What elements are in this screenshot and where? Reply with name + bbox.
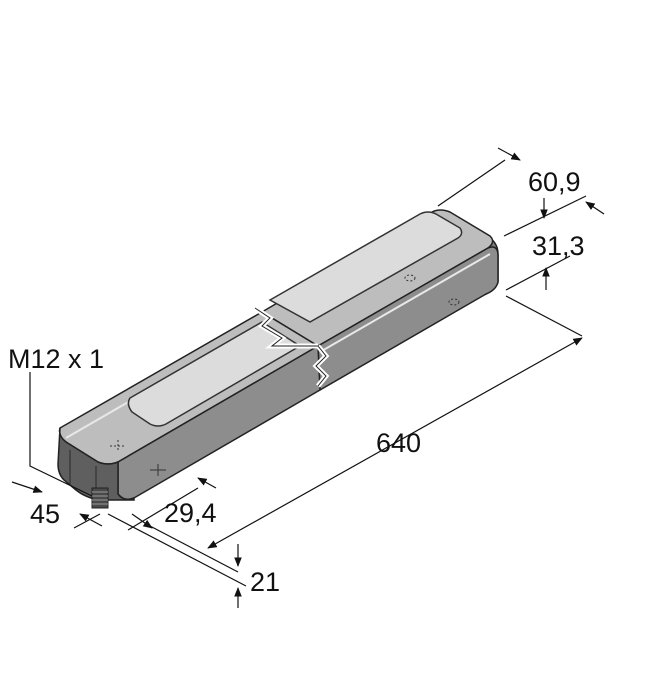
dim-line-45-ext [73, 513, 101, 529]
dim-line-60-9-ext [437, 159, 506, 207]
dim-line-21-ext-a [107, 513, 247, 587]
dim-arrow-45-b [79, 513, 103, 527]
label-31-3: 31,3 [532, 231, 585, 261]
dim-line-21-ext-b [149, 525, 239, 573]
dim-arrow-29-4-a [197, 477, 217, 489]
dim-line-31-3 [505, 255, 571, 291]
label-640: 640 [376, 428, 421, 458]
label-60-9: 60,9 [528, 167, 581, 197]
label-45: 45 [30, 499, 60, 529]
dim-line-29-4-ext [127, 487, 199, 531]
m12-connector [91, 487, 109, 509]
dim-line-640 [207, 337, 583, 549]
dim-arrow-29-4-b [131, 513, 153, 529]
dim-line-60-9-b [503, 195, 587, 237]
label-21: 21 [250, 567, 280, 597]
label-m12: M12 x 1 [8, 344, 104, 374]
dim-arrow-60-9-a [497, 147, 521, 161]
sensor-body [57, 209, 499, 501]
dim-arrow-60-9-b [585, 201, 605, 215]
leader-m12 [29, 372, 93, 497]
label-29-4: 29,4 [164, 498, 217, 528]
dim-line-640-ext-a [505, 295, 583, 337]
dim-arrow-45-a [11, 481, 43, 493]
